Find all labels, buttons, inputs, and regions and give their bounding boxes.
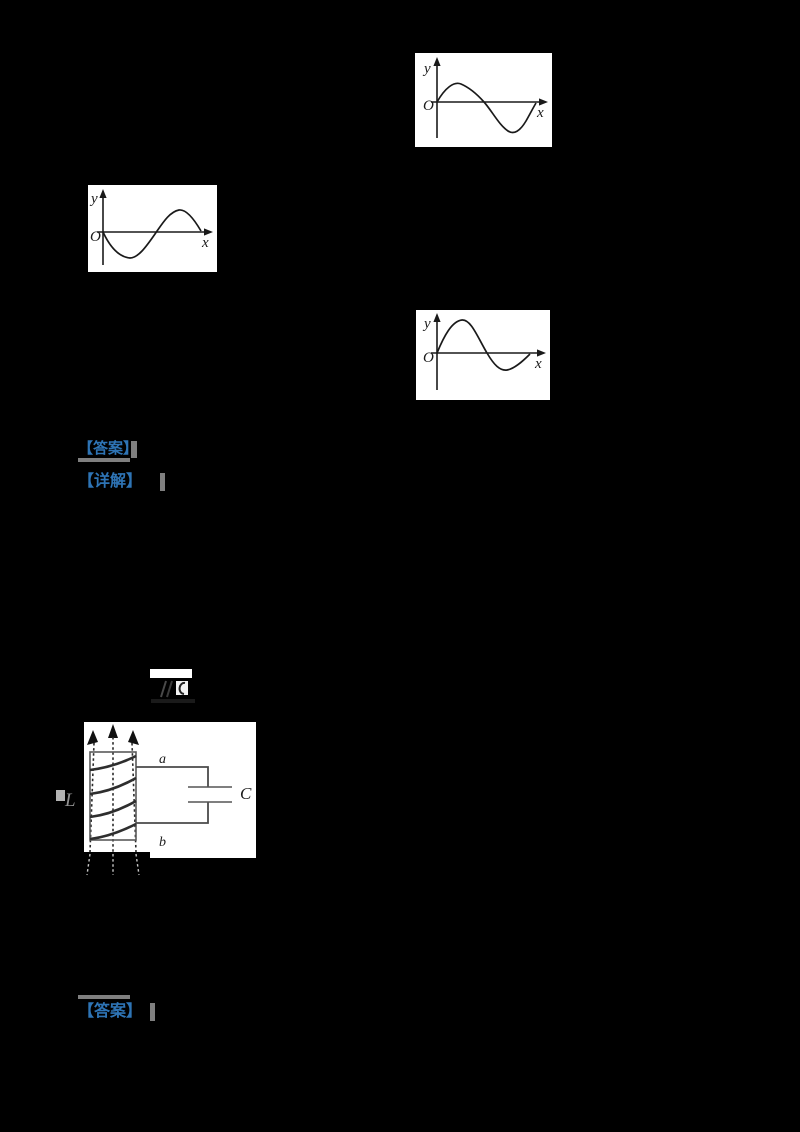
figure-graph-mid-right: y O x	[416, 310, 550, 400]
x-axis-label: x	[534, 356, 542, 372]
y-axis-arrow-icon	[433, 57, 441, 66]
explain-badge: 【详解】	[78, 473, 143, 490]
y-axis-arrow-icon	[99, 189, 107, 198]
x-axis-arrow-icon	[537, 349, 546, 357]
sine-graph-c: y O x	[422, 313, 546, 390]
origin-label: O	[90, 229, 101, 245]
formula-fragment	[147, 666, 199, 708]
sine-graph-a: y O x	[422, 57, 548, 138]
terminal-b-label: b	[159, 835, 166, 850]
y-axis-label: y	[89, 191, 98, 207]
wire-bottom	[136, 802, 209, 824]
sine-curve	[436, 319, 531, 371]
highlight-fragment	[160, 473, 165, 491]
y-axis-label: y	[422, 316, 431, 332]
sine-curve	[436, 82, 537, 134]
y-axis-label: y	[422, 61, 431, 77]
coil-core	[89, 751, 137, 841]
origin-label: O	[423, 350, 434, 366]
formula-fragment-graphic	[150, 669, 195, 703]
field-arrow-icon	[87, 730, 98, 745]
capacitor-label: C	[240, 784, 252, 803]
figure-graph-left: y O x	[88, 185, 217, 272]
terminal-a-label: a	[159, 752, 166, 767]
inductor-label: L	[64, 790, 76, 811]
figure-lc-circuit: a b C L	[56, 718, 266, 878]
field-arrow-icon	[128, 730, 139, 745]
highlight-fragment	[150, 1003, 155, 1021]
x-axis-arrow-icon	[204, 228, 213, 236]
y-axis-arrow-icon	[433, 313, 441, 322]
highlight-fragment	[131, 441, 137, 458]
highlight-underline	[78, 458, 130, 462]
highlight-overline	[78, 995, 130, 999]
lc-circuit-graphic: a b C L	[56, 722, 256, 876]
x-axis-label: x	[536, 105, 544, 121]
x-axis-arrow-icon	[539, 98, 548, 106]
figure-graph-top-right: y O x	[415, 53, 552, 147]
highlight-fragment	[56, 790, 65, 801]
x-axis-label: x	[201, 235, 209, 251]
sine-curve	[102, 209, 202, 259]
field-arrow-icon	[108, 724, 118, 738]
origin-label: O	[423, 98, 434, 114]
answer-badge-1: 【答案】	[78, 440, 139, 457]
answer-badge-2: 【答案】	[78, 1003, 143, 1020]
wire-top	[136, 766, 209, 787]
sine-graph-b: y O x	[89, 189, 213, 265]
